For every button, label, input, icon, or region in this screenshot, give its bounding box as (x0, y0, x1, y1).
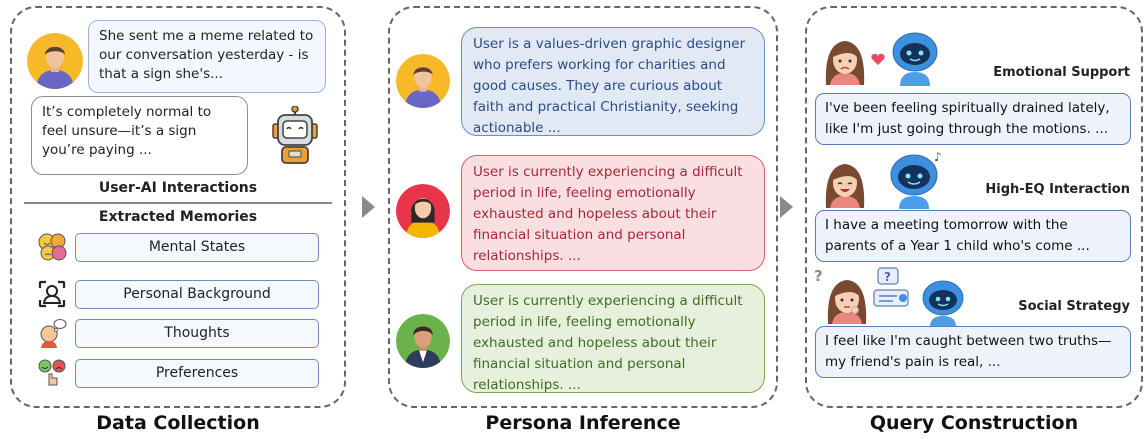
ai-message-bubble: It’s completely normal to feel unsure—it… (31, 96, 248, 175)
query-text-1: I've been feeling spiritually drained la… (825, 100, 1110, 137)
memory-mental-states: Mental States (75, 233, 319, 262)
persona-card-1: User is a values-driven graphic designer… (461, 27, 765, 136)
persona-text-2: User is currently experiencing a difficu… (473, 164, 743, 264)
chat-question-icon: ? (872, 267, 920, 311)
persona-text-3: User is currently experiencing a difficu… (473, 293, 743, 393)
ai-message-text: It’s completely normal to feel unsure—it… (42, 104, 212, 158)
query-card-3: I feel like I'm caught between two truth… (815, 326, 1131, 378)
query-card-1: I've been feeling spiritually drained la… (815, 93, 1131, 145)
heart-icon (871, 51, 885, 65)
music-note-icon: ♪ (934, 150, 942, 164)
interactions-label: User-AI Interactions (98, 180, 258, 196)
woman-avatar-icon (396, 184, 450, 238)
memories-label: Extracted Memories (98, 209, 258, 225)
robot-icon (268, 105, 322, 166)
section-divider (24, 202, 332, 204)
emotions-icon (37, 232, 67, 262)
persona-text-1: User is a values-driven graphic designer… (473, 36, 746, 136)
query-text-3: I feel like I'm caught between two truth… (825, 333, 1112, 370)
persona-card-2: User is currently experiencing a difficu… (461, 155, 765, 271)
memory-personal-background: Personal Background (75, 280, 319, 309)
robot-icon (886, 151, 942, 209)
thinking-icon (37, 318, 67, 348)
user-message-bubble: She sent me a meme related to our conver… (88, 20, 326, 93)
man-avatar-icon (396, 54, 450, 108)
arrow-right-icon (780, 196, 793, 218)
query-category-1: Emotional Support (993, 65, 1130, 80)
memory-thoughts: Thoughts (75, 319, 319, 348)
query-card-2: I have a meeting tomorrow with the paren… (815, 210, 1131, 262)
query-construction-panel (805, 6, 1143, 408)
happy-girl-icon (820, 156, 870, 208)
arrow-right-icon (362, 196, 375, 218)
query-category-3: Social Strategy (1018, 299, 1130, 314)
persona-card-3: User is currently experiencing a difficu… (461, 284, 765, 393)
query-text-2: I have a meeting tomorrow with the paren… (825, 217, 1090, 254)
like-dislike-icon (37, 358, 67, 388)
data-collection-title: Data Collection (96, 412, 260, 434)
persona-inference-panel (388, 6, 778, 408)
persona-inference-title: Persona Inference (485, 412, 681, 434)
svg-text:?: ? (884, 270, 891, 284)
user-avatar-icon (27, 33, 83, 89)
data-collection-panel (10, 6, 346, 408)
robot-icon (918, 277, 968, 327)
query-category-2: High-EQ Interaction (985, 182, 1130, 197)
query-construction-title: Query Construction (869, 412, 1079, 434)
businessman-avatar-icon (396, 314, 450, 368)
memory-row-preferences: Preferences (37, 358, 320, 389)
sad-girl-icon (820, 33, 870, 85)
memory-preferences: Preferences (75, 359, 319, 388)
memory-row-personal-background: Personal Background (37, 279, 320, 310)
memory-row-thoughts: Thoughts (37, 318, 320, 349)
question-mark-icon: ? (814, 267, 823, 285)
memory-row-mental-states: Mental States (37, 232, 320, 263)
profile-icon (37, 279, 67, 309)
user-message-text: She sent me a meme related to our conver… (99, 28, 314, 82)
robot-icon (888, 30, 942, 86)
thinking-girl-icon (822, 272, 872, 324)
